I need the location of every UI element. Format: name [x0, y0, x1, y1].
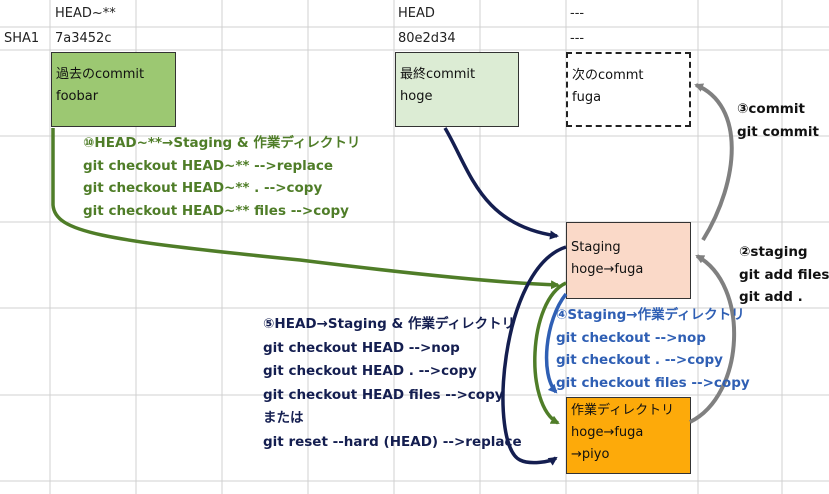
working-dir-content: hoge→fuga	[571, 425, 644, 440]
head-restore-cmd-2: git checkout HEAD . -->copy	[263, 363, 477, 379]
working-dir-extra: →piyo	[571, 447, 610, 462]
working-dir-box: 作業ディレクトリ hoge→fuga →piyo	[566, 397, 691, 474]
next-commit-content: fuga	[572, 90, 602, 105]
staging-ann-cmd2: git add .	[739, 289, 803, 305]
commit-annotation: ③commit git commit	[737, 98, 819, 143]
past-restore-title: ⑩HEAD~**→Staging & 作業ディレクトリ	[83, 135, 361, 151]
head-restore-cmd-3: git checkout HEAD files -->copy	[263, 386, 504, 403]
next-commit-box: 次のcommt fuga	[566, 52, 691, 127]
staging-ann-title: ②staging	[739, 244, 808, 260]
stage-restore-cmd-1: git checkout -->nop	[556, 329, 706, 346]
stage-restore-title: ④Staging→作業ディレクトリ	[556, 307, 745, 323]
commit-cmd: git commit	[737, 123, 819, 140]
working-dir-title: 作業ディレクトリ	[571, 403, 675, 418]
past-restore-cmd-3: git checkout HEAD~** files -->copy	[83, 202, 349, 219]
past-commit-title: 過去のcommit	[56, 67, 145, 82]
past-restore-cmd-2: git checkout HEAD~** . -->copy	[83, 180, 323, 196]
next-commit-title: 次のcommt	[572, 68, 644, 83]
sha-next: ---	[570, 31, 585, 46]
head-restore-annotation: ⑤HEAD→Staging & 作業ディレクトリ git checkout HE…	[263, 313, 522, 454]
staging-title: Staging	[571, 240, 621, 255]
past-commit-content: foobar	[56, 89, 99, 104]
green-staging-to-working-arrow	[533, 281, 567, 425]
staging-box: Staging hoge→fuga	[566, 222, 691, 299]
last-commit-title: 最終commit	[400, 67, 476, 82]
head-restore-reset: git reset --hard (HEAD) -->replace	[263, 433, 522, 450]
header-past: HEAD~**	[55, 6, 116, 21]
head-restore-cmd-1: git checkout HEAD -->nop	[263, 339, 460, 356]
head-restore-title: ⑤HEAD→Staging & 作業ディレクトリ	[263, 316, 515, 332]
past-restore-annotation: ⑩HEAD~**→Staging & 作業ディレクトリ git checkout…	[83, 132, 360, 222]
head-restore-or: または	[263, 410, 304, 426]
last-commit-content: hoge	[400, 89, 433, 104]
head-to-working-arrow	[501, 245, 567, 466]
past-commit-box: 過去のcommit foobar	[51, 52, 176, 127]
head-to-staging-arrow	[443, 127, 559, 240]
header-head: HEAD	[398, 6, 435, 21]
sha-label: SHA1	[4, 31, 40, 46]
stage-restore-annotation: ④Staging→作業ディレクトリ git checkout -->nop gi…	[556, 304, 750, 394]
blue-staging-to-working-arrow	[544, 292, 568, 394]
staging-ann-cmd1: git add files	[739, 266, 829, 283]
commit-title: ③commit	[737, 101, 805, 117]
stage-restore-cmd-2: git checkout . -->copy	[556, 352, 723, 368]
sha-head: 80e2d34	[398, 31, 456, 46]
last-commit-box: 最終commit hoge	[395, 52, 519, 127]
header-next: ---	[570, 6, 585, 21]
staging-annotation: ②staging git add files git add .	[739, 241, 829, 309]
past-restore-cmd-1: git checkout HEAD~** -->replace	[83, 157, 334, 174]
staging-arrow	[689, 254, 736, 424]
past-to-staging-arrow	[51, 128, 560, 290]
commit-arrow	[694, 83, 734, 242]
staging-content: hoge→fuga	[571, 262, 644, 277]
stage-restore-cmd-3: git checkout files -->copy	[556, 374, 750, 391]
sha-past: 7a3452c	[55, 31, 112, 46]
